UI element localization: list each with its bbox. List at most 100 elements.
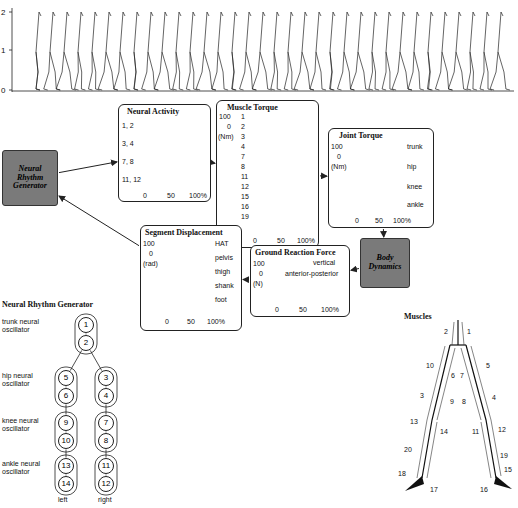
axis-label: hip xyxy=(407,163,416,170)
flow-arrow xyxy=(351,269,359,271)
axis-label: 50 xyxy=(167,192,175,199)
callout-number: 18 xyxy=(398,470,406,478)
oscillator-neuron: 9 xyxy=(58,415,74,431)
callout-number: 6 xyxy=(451,372,455,380)
neuron-number: 4 xyxy=(104,392,108,400)
axis-label: 3 xyxy=(241,133,245,140)
callout-number: 14 xyxy=(440,428,448,436)
callout-number: 20 xyxy=(404,446,412,454)
flow-arrow xyxy=(212,162,215,164)
callout-number: 13 xyxy=(410,418,418,426)
axis-label: pelvis xyxy=(215,254,233,261)
neuron-number: 5 xyxy=(64,374,68,382)
axis-label: 100% xyxy=(207,318,225,325)
flow-arrow xyxy=(383,229,384,237)
flow-arrow xyxy=(59,196,139,246)
axis-label: 50 xyxy=(375,217,383,224)
axis-tick-label: 0 xyxy=(1,86,5,95)
axis-label: vertical xyxy=(313,259,335,266)
axis-label: 0 xyxy=(253,237,257,244)
axis-label: 100 xyxy=(331,143,343,150)
oscillator-neuron: 14 xyxy=(58,476,74,492)
callout-number: 16 xyxy=(480,486,488,494)
oscillator-neuron: 4 xyxy=(98,388,114,404)
neuron-number: 8 xyxy=(104,437,108,445)
axis-label: 50 xyxy=(187,318,195,325)
axis-label: 50 xyxy=(299,306,307,313)
axis-label: 100 xyxy=(253,260,265,267)
axis-label: 0 xyxy=(149,250,153,257)
flow-arrow xyxy=(320,175,327,176)
link-line xyxy=(90,350,102,370)
axis-label: 12 xyxy=(241,183,249,190)
box-title: Ground Reaction Force xyxy=(255,248,336,257)
axis-label: HAT xyxy=(215,240,228,247)
oscillator-neuron: 3 xyxy=(98,370,114,386)
callout-number: 9 xyxy=(450,398,454,406)
oscillator-neuron: 13 xyxy=(58,458,74,474)
oscillator-neuron: 7 xyxy=(98,415,114,431)
callout-number: 2 xyxy=(444,328,448,336)
oscillator-label: knee neural oscillator xyxy=(2,417,52,432)
process-box: Body Dynamics xyxy=(360,238,410,288)
leg-skeleton xyxy=(422,320,496,478)
callout-number: 8 xyxy=(462,398,466,406)
axis-label: 2 xyxy=(241,123,245,130)
axis-label: (N) xyxy=(253,280,263,287)
oscillator-label: hip neural oscillator xyxy=(2,372,52,387)
oscillator-outlines xyxy=(55,314,117,495)
box-title: Joint Torque xyxy=(339,131,383,140)
axis-label: 0 xyxy=(355,217,359,224)
box-title: Neural Activity xyxy=(127,107,179,116)
axis-label: 0 xyxy=(143,192,147,199)
axis-label: 11, 12 xyxy=(122,176,141,183)
figure-title: Muscles xyxy=(404,312,432,321)
callout-number: 11 xyxy=(472,428,479,436)
link-line xyxy=(70,350,82,370)
axis-tick-label: 1 xyxy=(1,46,5,55)
neuron-number: 14 xyxy=(62,480,71,488)
callout-number: 12 xyxy=(498,426,506,434)
axis-label: 0 xyxy=(227,123,231,130)
neuron-number: 10 xyxy=(62,437,71,445)
axis-label: 4 xyxy=(241,143,245,150)
oscillator-label: Neural Rhythm Generator xyxy=(2,300,93,309)
process-box: Neural Rhythm Generator xyxy=(2,150,58,206)
box-title: Segment Displacement xyxy=(145,228,223,237)
callout-number: 10 xyxy=(426,362,434,370)
link-line xyxy=(106,405,107,415)
plot-box: Neural Activity1, 23, 47, 811, 12050100% xyxy=(118,104,211,202)
axis-label: (Nm) xyxy=(331,163,347,170)
neuron-number: 3 xyxy=(104,374,108,382)
axis-label: 7, 8 xyxy=(122,158,134,165)
oscillator-neuron: 8 xyxy=(98,433,114,449)
axis-label: shank xyxy=(215,282,234,289)
axis-label: 1 xyxy=(241,113,245,120)
oscillator-neuron: 1 xyxy=(78,317,94,333)
oscillator-label: left xyxy=(58,496,67,504)
axis-tick-label: 2 xyxy=(1,8,5,17)
neuron-number: 9 xyxy=(64,419,68,427)
axis-label: ankle xyxy=(407,201,424,208)
callout-number: 3 xyxy=(420,392,424,400)
oscillator-neuron: 12 xyxy=(98,476,114,492)
axis-label: trunk xyxy=(407,143,423,150)
axis-label: 0 xyxy=(337,153,341,160)
box-title: Neural Rhythm Generator xyxy=(6,165,54,191)
neuron-number: 2 xyxy=(84,339,88,347)
oscillator-neuron: 2 xyxy=(78,335,94,351)
neuron-number: 13 xyxy=(62,462,71,470)
callout-number: 5 xyxy=(486,362,490,370)
stick-figures xyxy=(36,12,510,90)
axis-label: 1, 2 xyxy=(122,122,134,129)
axis-label: 100% xyxy=(189,192,207,199)
plot-box: Segment Displacement1000(rad)HATpelvisth… xyxy=(140,225,242,331)
axis-label: (Nm) xyxy=(218,133,234,140)
muscle-lines xyxy=(417,322,501,478)
axis-label: 0 xyxy=(275,306,279,313)
neuron-number: 1 xyxy=(84,321,88,329)
axis-label: thigh xyxy=(215,268,230,275)
neuron-number: 6 xyxy=(64,392,68,400)
flow-arrow xyxy=(59,162,117,173)
axis-label: (rad) xyxy=(143,260,158,267)
